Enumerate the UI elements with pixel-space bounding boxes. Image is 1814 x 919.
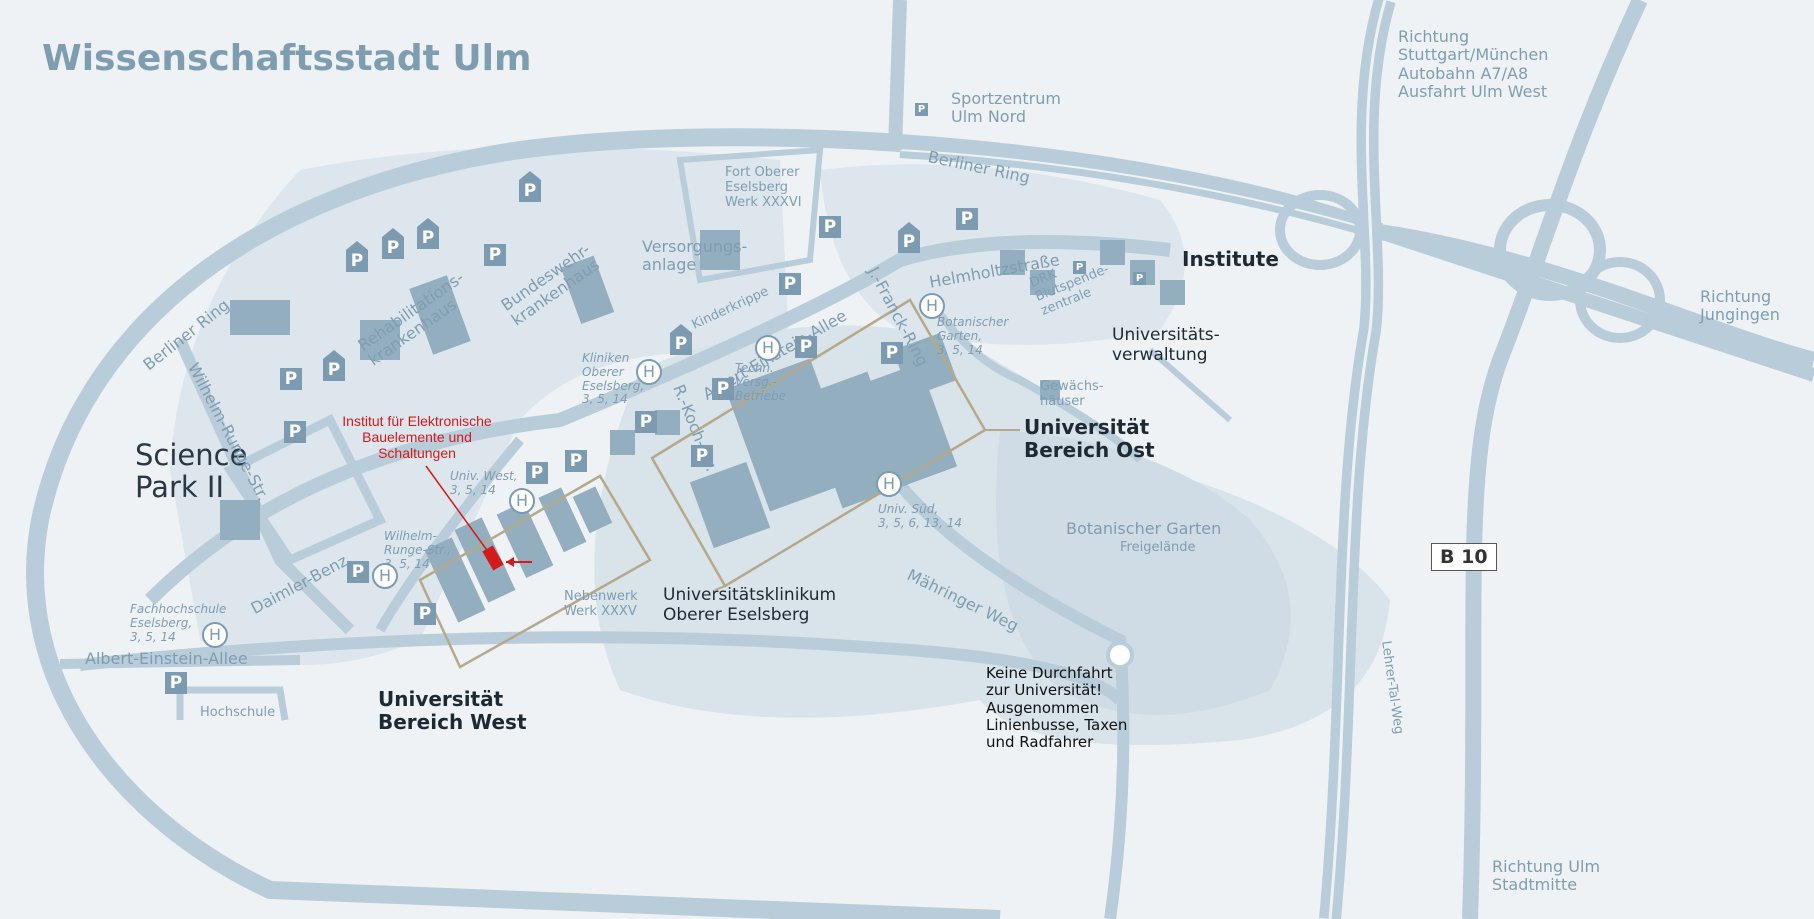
parking-icon[interactable]: P [691, 445, 713, 467]
parking-icon[interactable]: P [165, 672, 187, 694]
no-entry-marker [1106, 641, 1134, 669]
boundary-west [418, 474, 652, 669]
direction-jungingen: Richtung Jungingen [1700, 287, 1780, 325]
parking-icon[interactable]: P [284, 421, 306, 443]
area-uni-ost: Universität Bereich Ost [1024, 415, 1155, 462]
place-freigelaende: Freigelände [1120, 540, 1196, 555]
parking-icon[interactable]: P [712, 378, 734, 400]
bus-stop-icon[interactable]: H [919, 293, 945, 319]
parking-icon[interactable]: P [382, 228, 404, 259]
parking-icon[interactable]: P [519, 171, 541, 202]
busstop-kliniken-label: Kliniken Oberer Eselsberg, 3, 5, 14 [582, 351, 645, 407]
parking-icon[interactable]: P [819, 216, 841, 238]
area-verwaltung: Universitäts- verwaltung [1112, 325, 1220, 365]
place-nebenwerk: Nebenwerk Werk XXXV [564, 589, 638, 619]
busstop-fachhochschule-label: Fachhochschule Eselsberg, 3, 5, 14 [130, 602, 227, 644]
place-sportzentrum: Sportzentrum Ulm Nord [951, 89, 1061, 127]
parking-icon[interactable]: P [417, 218, 439, 249]
bus-stop-icon[interactable]: H [509, 488, 535, 514]
bus-stop-icon[interactable]: H [876, 471, 902, 497]
direction-stadtmitte: Richtung Ulm Stadtmitte [1492, 857, 1601, 895]
parking-icon[interactable]: P [898, 222, 920, 253]
place-botan-garten: Botanischer Garten [1066, 519, 1222, 538]
area-institute: Institute [1182, 247, 1279, 271]
direction-stuttgart: Richtung Stuttgart/München Autobahn A7/A… [1398, 27, 1549, 102]
place-keine-durchfahrt: Keine Durchfahrt zur Universität! Ausgen… [986, 664, 1128, 751]
parking-icon[interactable]: P [280, 368, 302, 390]
forest-area [996, 430, 1291, 715]
parking-icon[interactable]: P [484, 244, 506, 266]
area-uni-west: Universität Bereich West [378, 687, 527, 734]
street-albert-einstein-left: Albert-Einstein-Allee [85, 649, 248, 668]
bus-stop-icon[interactable]: H [755, 335, 781, 361]
parking-icon[interactable]: P [956, 208, 978, 230]
busstop-botanischer-label: Botanischer Garten, 3, 5, 14 [937, 315, 1009, 357]
place-hochschule: Hochschule [200, 705, 276, 720]
place-fort: Fort Oberer Eselsberg Werk XXXVI [725, 165, 802, 210]
busstop-univ-west-label: Univ. West, 3, 5, 14 [450, 469, 518, 497]
parking-icon[interactable]: P [1133, 272, 1146, 285]
place-versorgung: Versorgungs- anlage [642, 237, 748, 275]
busstop-wilhelm-runge-label: Wilhelm- Runge-Str., 3, 5, 14 [384, 529, 451, 571]
place-gewaechs: Gewächs- häuser [1040, 379, 1104, 409]
parking-icon[interactable]: P [881, 342, 903, 364]
campus-area-west [170, 147, 790, 666]
b10-road-sign: B 10 [1431, 543, 1497, 571]
area-science-park: Science Park II [135, 438, 248, 504]
map-title: Wissenschaftsstadt Ulm [42, 38, 532, 79]
parking-icon[interactable]: P [414, 603, 436, 625]
parking-icon[interactable]: P [347, 561, 369, 583]
parking-icon[interactable]: P [795, 336, 817, 358]
place-techn: Techn. Versg.- Betriebe [735, 361, 786, 403]
bus-stop-icon[interactable]: H [636, 359, 662, 385]
highlight-institute-label: Institut für Elektronische Bauelemente u… [342, 413, 492, 462]
parking-icon[interactable]: P [635, 411, 657, 433]
parking-icon[interactable]: P [915, 103, 928, 116]
buildings [220, 230, 1185, 623]
parking-icon[interactable]: P [526, 462, 548, 484]
busstop-univ-sued-label: Univ. Süd, 3, 5, 6, 13, 14 [878, 502, 962, 530]
parking-icon[interactable]: P [346, 241, 368, 272]
bus-stop-icon[interactable]: H [372, 563, 398, 589]
parking-icon[interactable]: P [565, 450, 587, 472]
berliner-ring [26, 128, 1384, 919]
parking-icon[interactable]: P [1073, 261, 1086, 274]
parking-icon[interactable]: P [323, 350, 345, 381]
parking-icon[interactable]: P [670, 324, 692, 355]
area-klinikum: Universitätsklinikum Oberer Eselsberg [663, 585, 837, 625]
bus-stop-icon[interactable]: H [202, 622, 228, 648]
parking-icon[interactable]: P [779, 273, 801, 295]
